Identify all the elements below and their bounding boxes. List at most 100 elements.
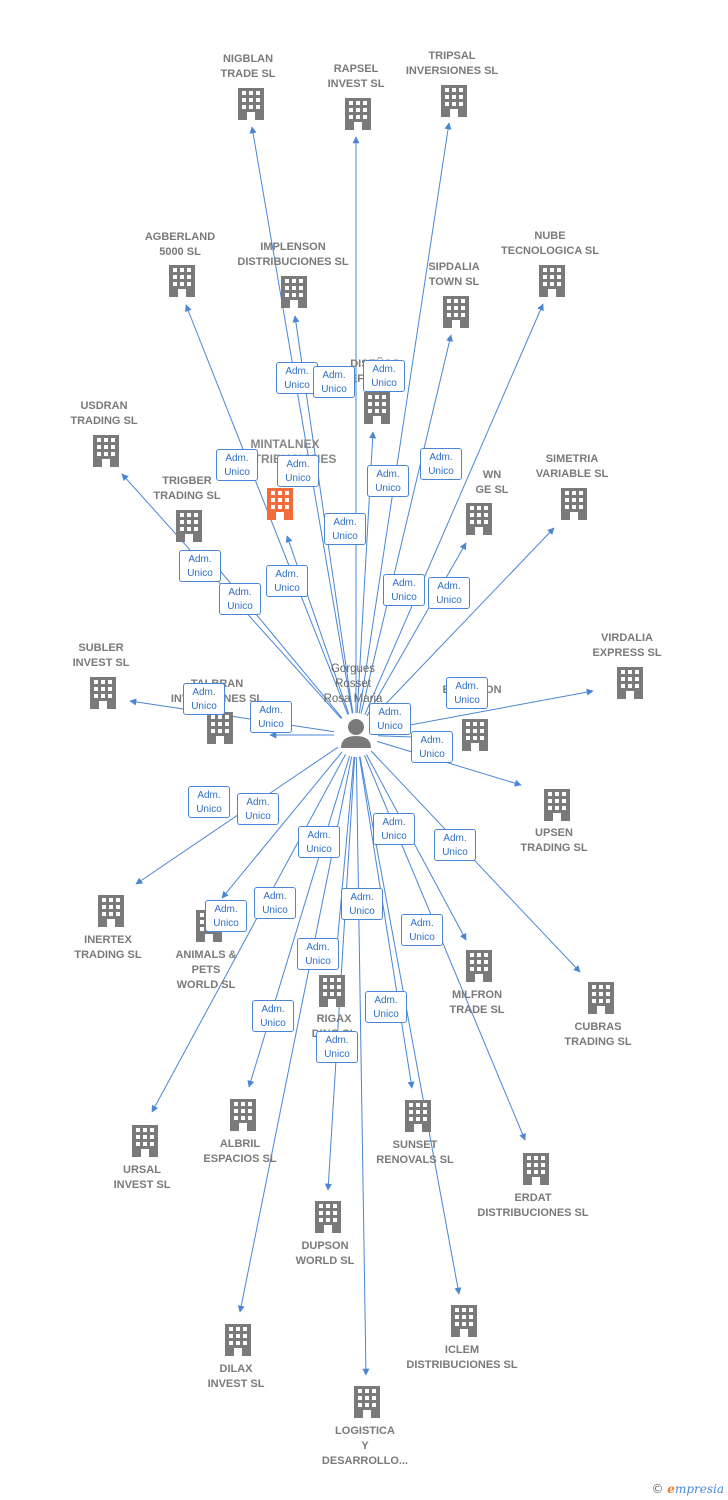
building-icon[interactable]: [364, 392, 390, 424]
role-badge[interactable]: Adm.Unico: [383, 574, 425, 606]
role-badge[interactable]: Adm.Unico: [411, 731, 453, 763]
building-icon[interactable]: [176, 510, 202, 542]
building-icon[interactable]: [539, 265, 565, 297]
role-badge[interactable]: Adm.Unico: [298, 826, 340, 858]
role-badge[interactable]: Adm.Unico: [420, 448, 462, 480]
role-badge[interactable]: Adm.Unico: [188, 786, 230, 818]
role-badge[interactable]: Adm.Unico: [341, 888, 383, 920]
role-badge-text: Unico: [224, 467, 250, 478]
role-badge[interactable]: Adm.Unico: [324, 513, 366, 545]
building-icon[interactable]: [225, 1324, 251, 1356]
role-badge[interactable]: Adm.Unico: [373, 813, 415, 845]
building-icon[interactable]: [315, 1201, 341, 1233]
building-icon[interactable]: [588, 982, 614, 1014]
building-icon[interactable]: [451, 1305, 477, 1337]
building-icon[interactable]: [93, 435, 119, 467]
building-icon[interactable]: [466, 950, 492, 982]
role-badge[interactable]: Adm.Unico: [276, 362, 318, 394]
role-badge[interactable]: Adm.Unico: [250, 701, 292, 733]
role-badge[interactable]: Adm.Unico: [363, 360, 405, 392]
building-icon[interactable]: [544, 789, 570, 821]
role-badge[interactable]: Adm. Unico: [266, 565, 308, 597]
relation-edge: [364, 303, 544, 716]
role-badge[interactable]: Adm.Unico: [237, 793, 279, 825]
role-badge[interactable]: Adm.Unico: [216, 449, 258, 481]
building-icon[interactable]: [462, 719, 488, 751]
role-badge[interactable]: Adm.Unico: [219, 583, 261, 615]
role-badge-text: Adm.: [378, 707, 402, 718]
center-person-label[interactable]: Gorgues Rosset Rosa Maria: [324, 662, 383, 707]
building-icon[interactable]: [90, 677, 116, 709]
role-badge[interactable]: Adm.Unico: [401, 914, 443, 946]
building-icon[interactable]: [617, 667, 643, 699]
building-icon[interactable]: [281, 276, 307, 308]
role-badge[interactable]: Adm.Unico: [277, 455, 319, 487]
building-icon[interactable]: [443, 296, 469, 328]
role-badge[interactable]: Adm.Unico: [297, 938, 339, 970]
company-name-line: Y: [361, 1440, 369, 1452]
building-icon[interactable]: [561, 488, 587, 520]
building-icon[interactable]: [132, 1125, 158, 1157]
role-badge[interactable]: Adm.Unico: [313, 366, 355, 398]
company-name-line: TRADING SL: [74, 949, 142, 961]
role-badge-text: Unico: [454, 695, 480, 706]
building-icon[interactable]: [405, 1100, 431, 1132]
role-badge[interactable]: Adm.Unico: [254, 887, 296, 919]
building-icon[interactable]: [230, 1099, 256, 1131]
role-badge[interactable]: Adm.Unico: [446, 677, 488, 709]
role-badge[interactable]: Adm.Unico: [252, 1000, 294, 1032]
building-icon[interactable]: [207, 712, 233, 744]
role-badge-text: Adm.: [286, 459, 310, 470]
role-badge[interactable]: Adm.Unico: [428, 577, 470, 609]
role-badge[interactable]: Adm.Unico: [183, 683, 225, 715]
role-badge[interactable]: Adm.Unico: [205, 900, 247, 932]
building-icon[interactable]: [441, 85, 467, 117]
role-badge[interactable]: Adm.Unico: [316, 1031, 358, 1063]
role-badge[interactable]: Adm.Unico: [369, 703, 411, 735]
building-icon[interactable]: [98, 895, 124, 927]
building-icon[interactable]: [354, 1386, 380, 1418]
company-name-line: TRADING SL: [564, 1036, 632, 1048]
role-badge-text: Adm.: [263, 891, 287, 902]
building-icon[interactable]: [466, 503, 492, 535]
role-badge[interactable]: Adm.Unico: [179, 550, 221, 582]
building-icon[interactable]: [238, 88, 264, 120]
company-name-line: VARIABLE SL: [535, 468, 609, 480]
role-badge-text: Unico: [274, 583, 300, 594]
building-icon[interactable]: [169, 265, 195, 297]
company-name-line: GE SL: [475, 484, 509, 496]
role-badge[interactable]: Adm.Unico: [434, 829, 476, 861]
role-badge[interactable]: Adm.Unico: [365, 991, 407, 1023]
building-icon[interactable]: [523, 1153, 549, 1185]
role-badge[interactable]: Adm.Unico: [367, 465, 409, 497]
building-icon[interactable]: [345, 98, 371, 130]
role-badge-text: Adm.: [275, 569, 299, 580]
building-icon[interactable]: [319, 975, 345, 1007]
